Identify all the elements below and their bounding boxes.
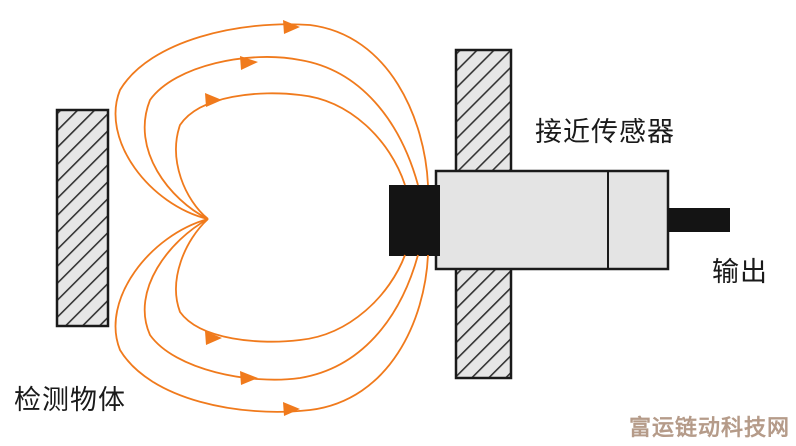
- arrowhead-icon: [205, 93, 222, 107]
- field-arrows: [205, 20, 300, 416]
- arrowhead-icon: [240, 56, 258, 70]
- sensor-head: [389, 185, 440, 256]
- arrowhead-icon: [283, 20, 300, 34]
- field-line-bottom-middle: [143, 218, 419, 381]
- field-line-top-middle: [143, 56, 419, 220]
- detected-object-plate: [55, 108, 110, 328]
- output-label: 输出: [712, 257, 768, 288]
- field-line-bottom-outer: [114, 218, 429, 413]
- arrowhead-icon: [240, 371, 258, 385]
- field-line-top-outer: [114, 23, 429, 220]
- detected-object-label: 检测物体: [14, 385, 126, 416]
- field-line-top-inner: [175, 92, 406, 220]
- watermark-text: 富运链动科技网: [628, 416, 790, 441]
- arrowhead-icon: [205, 331, 222, 345]
- output-cable: [668, 208, 730, 232]
- arrowhead-icon: [283, 402, 300, 416]
- field-line-bottom-inner: [175, 218, 406, 343]
- field-lines: [114, 23, 429, 413]
- sensor-label: 接近传感器: [535, 117, 675, 148]
- sensor-body: [434, 169, 670, 271]
